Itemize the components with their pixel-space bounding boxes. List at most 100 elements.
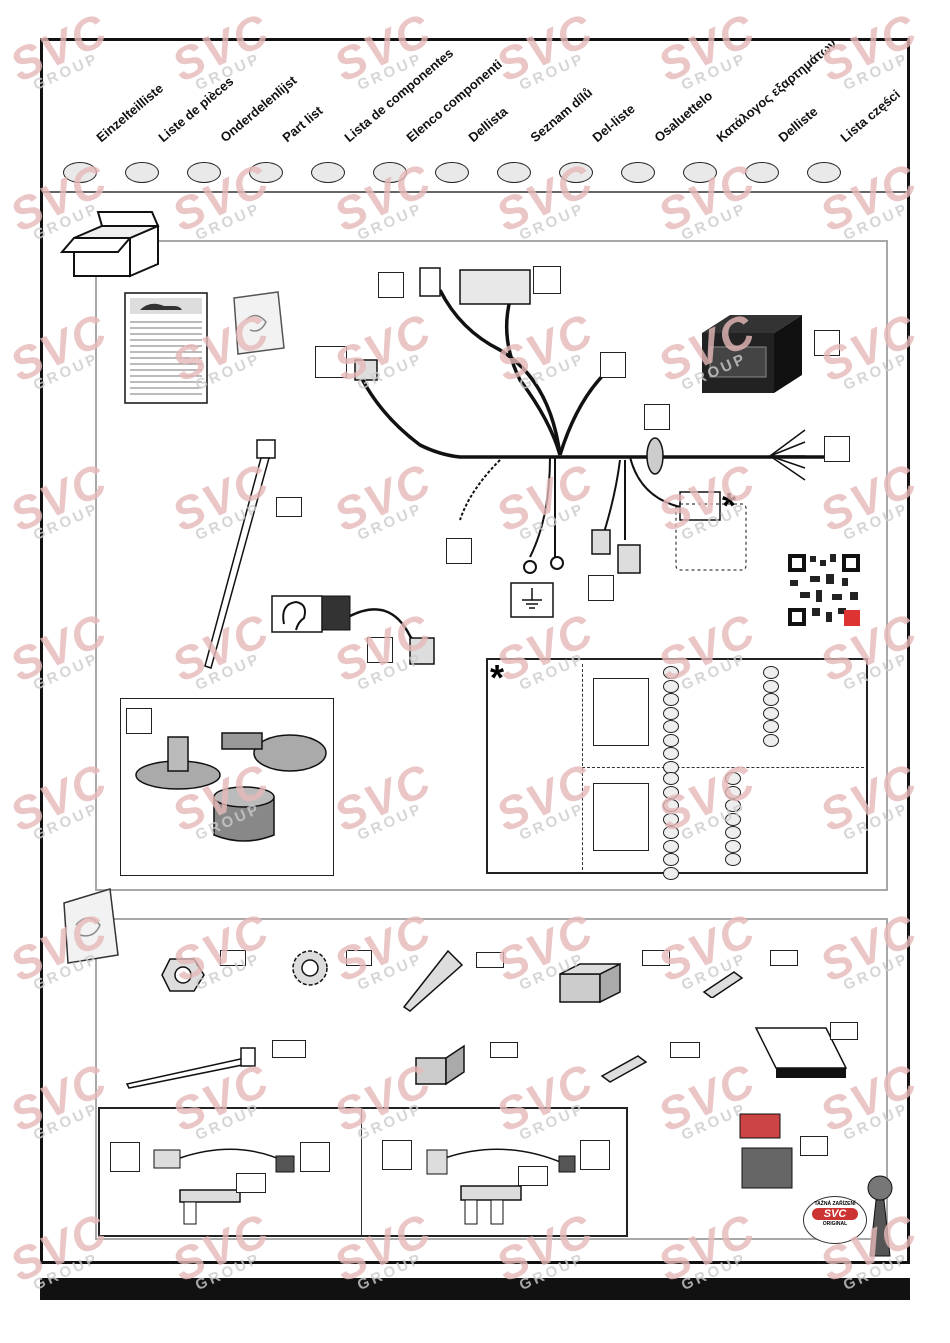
part-number-box xyxy=(276,497,302,517)
legend-oval xyxy=(663,839,679,853)
part-number-box xyxy=(830,1022,858,1040)
qr-code-icon xyxy=(786,552,862,628)
part-number-box xyxy=(315,346,347,378)
legend-oval xyxy=(663,720,679,733)
part-number-box xyxy=(670,1042,700,1058)
part-number-box xyxy=(490,1042,518,1058)
legend-divider-h xyxy=(582,767,864,768)
part-number-box xyxy=(220,950,246,966)
language-checkbox[interactable] xyxy=(497,162,531,183)
language-checkbox[interactable] xyxy=(125,162,159,183)
legend-oval xyxy=(725,772,741,785)
language-checkbox[interactable] xyxy=(373,162,407,183)
part-number-box xyxy=(588,575,614,601)
part-number-box xyxy=(367,637,393,663)
bag-icon xyxy=(63,888,119,964)
battery-trailer-tile xyxy=(593,678,649,746)
sticker-line2: ORIGINAL xyxy=(822,1221,848,1227)
legend-oval xyxy=(763,666,779,679)
fuse-icon xyxy=(153,1148,295,1225)
part-number-box xyxy=(600,352,626,378)
ground-icon xyxy=(510,582,554,618)
manual-icon xyxy=(124,292,208,404)
legend-oval xyxy=(663,772,679,785)
terminal-icon xyxy=(600,1055,648,1083)
legend-oval xyxy=(763,733,779,747)
legend-oval xyxy=(663,799,679,812)
legend-oval xyxy=(725,839,741,853)
fuse-kit-divider xyxy=(361,1109,362,1235)
language-checkbox[interactable] xyxy=(249,162,283,183)
tow-ball-icon xyxy=(867,1175,893,1257)
bag-icon xyxy=(233,291,285,355)
sticker-line1: TAŽNÁ ZAŘÍZENÍ xyxy=(814,1201,856,1207)
part-number-box xyxy=(824,436,850,462)
key-trailer-tile xyxy=(593,783,649,851)
language-checkbox[interactable] xyxy=(311,162,345,183)
connector-icon xyxy=(739,1113,793,1189)
legend-oval xyxy=(725,785,741,799)
legend-oval xyxy=(663,706,679,720)
terminal-icon xyxy=(702,971,744,998)
legend-oval xyxy=(663,733,679,747)
fuse-icon xyxy=(426,1148,576,1225)
part-number-box xyxy=(126,708,152,734)
part-number-box xyxy=(446,538,472,564)
part-number-box xyxy=(346,950,372,966)
part-number-box xyxy=(642,950,670,966)
legend-oval xyxy=(663,826,679,839)
language-checkbox[interactable] xyxy=(621,162,655,183)
part-number-box xyxy=(476,952,504,968)
legend-oval xyxy=(725,799,741,812)
legend-oval xyxy=(663,853,679,866)
bag-contents-panel xyxy=(95,918,888,1240)
legend-oval xyxy=(663,679,679,693)
part-number-box xyxy=(770,950,798,966)
svc-original-sticker: TAŽNÁ ZAŘÍZENÍ SVC ORIGINAL xyxy=(803,1196,867,1244)
module-icon xyxy=(702,315,802,393)
screw-icon xyxy=(402,949,464,1012)
buzzer-icon xyxy=(271,595,435,665)
page-frame xyxy=(40,38,910,1264)
header-divider xyxy=(43,191,907,193)
legend-oval xyxy=(725,812,741,826)
language-checkbox[interactable] xyxy=(63,162,97,183)
part-number-box xyxy=(110,1142,140,1172)
part-number-box xyxy=(644,404,670,430)
part-number-box xyxy=(378,272,404,298)
language-checkbox[interactable] xyxy=(187,162,221,183)
language-checkbox[interactable] xyxy=(745,162,779,183)
legend-oval xyxy=(663,693,679,706)
connector-icon xyxy=(415,1044,465,1086)
part-number-box xyxy=(800,1136,828,1156)
tape-icon xyxy=(754,1027,848,1078)
part-number-box xyxy=(518,1166,548,1186)
legend-oval xyxy=(763,693,779,706)
part-number-box xyxy=(580,1140,610,1170)
language-checkbox[interactable] xyxy=(683,162,717,183)
asterisk-icon: * xyxy=(490,657,505,698)
part-number-box xyxy=(236,1173,266,1193)
legend-oval xyxy=(663,747,679,760)
connector-icon xyxy=(559,962,621,1004)
part-number-box xyxy=(814,330,840,356)
asterisk-icon: * xyxy=(722,485,737,526)
cable-tie-icon xyxy=(204,439,276,669)
language-checkbox[interactable] xyxy=(435,162,469,183)
box-contents-panel xyxy=(95,240,888,891)
part-number-box xyxy=(300,1142,330,1172)
language-checkbox[interactable] xyxy=(807,162,841,183)
part-number-box xyxy=(382,1140,412,1170)
legend-oval xyxy=(763,706,779,720)
legend-oval xyxy=(663,866,679,880)
sticker-brand: SVC xyxy=(812,1208,858,1220)
legend-oval xyxy=(763,679,779,693)
nut-icon xyxy=(161,958,205,992)
legend-oval xyxy=(663,785,679,799)
language-checkbox[interactable] xyxy=(559,162,593,183)
box-icon xyxy=(60,211,160,278)
legend-oval xyxy=(725,826,741,839)
part-number-box xyxy=(533,266,561,294)
washer-icon xyxy=(292,950,328,986)
part-number-box xyxy=(272,1040,306,1058)
